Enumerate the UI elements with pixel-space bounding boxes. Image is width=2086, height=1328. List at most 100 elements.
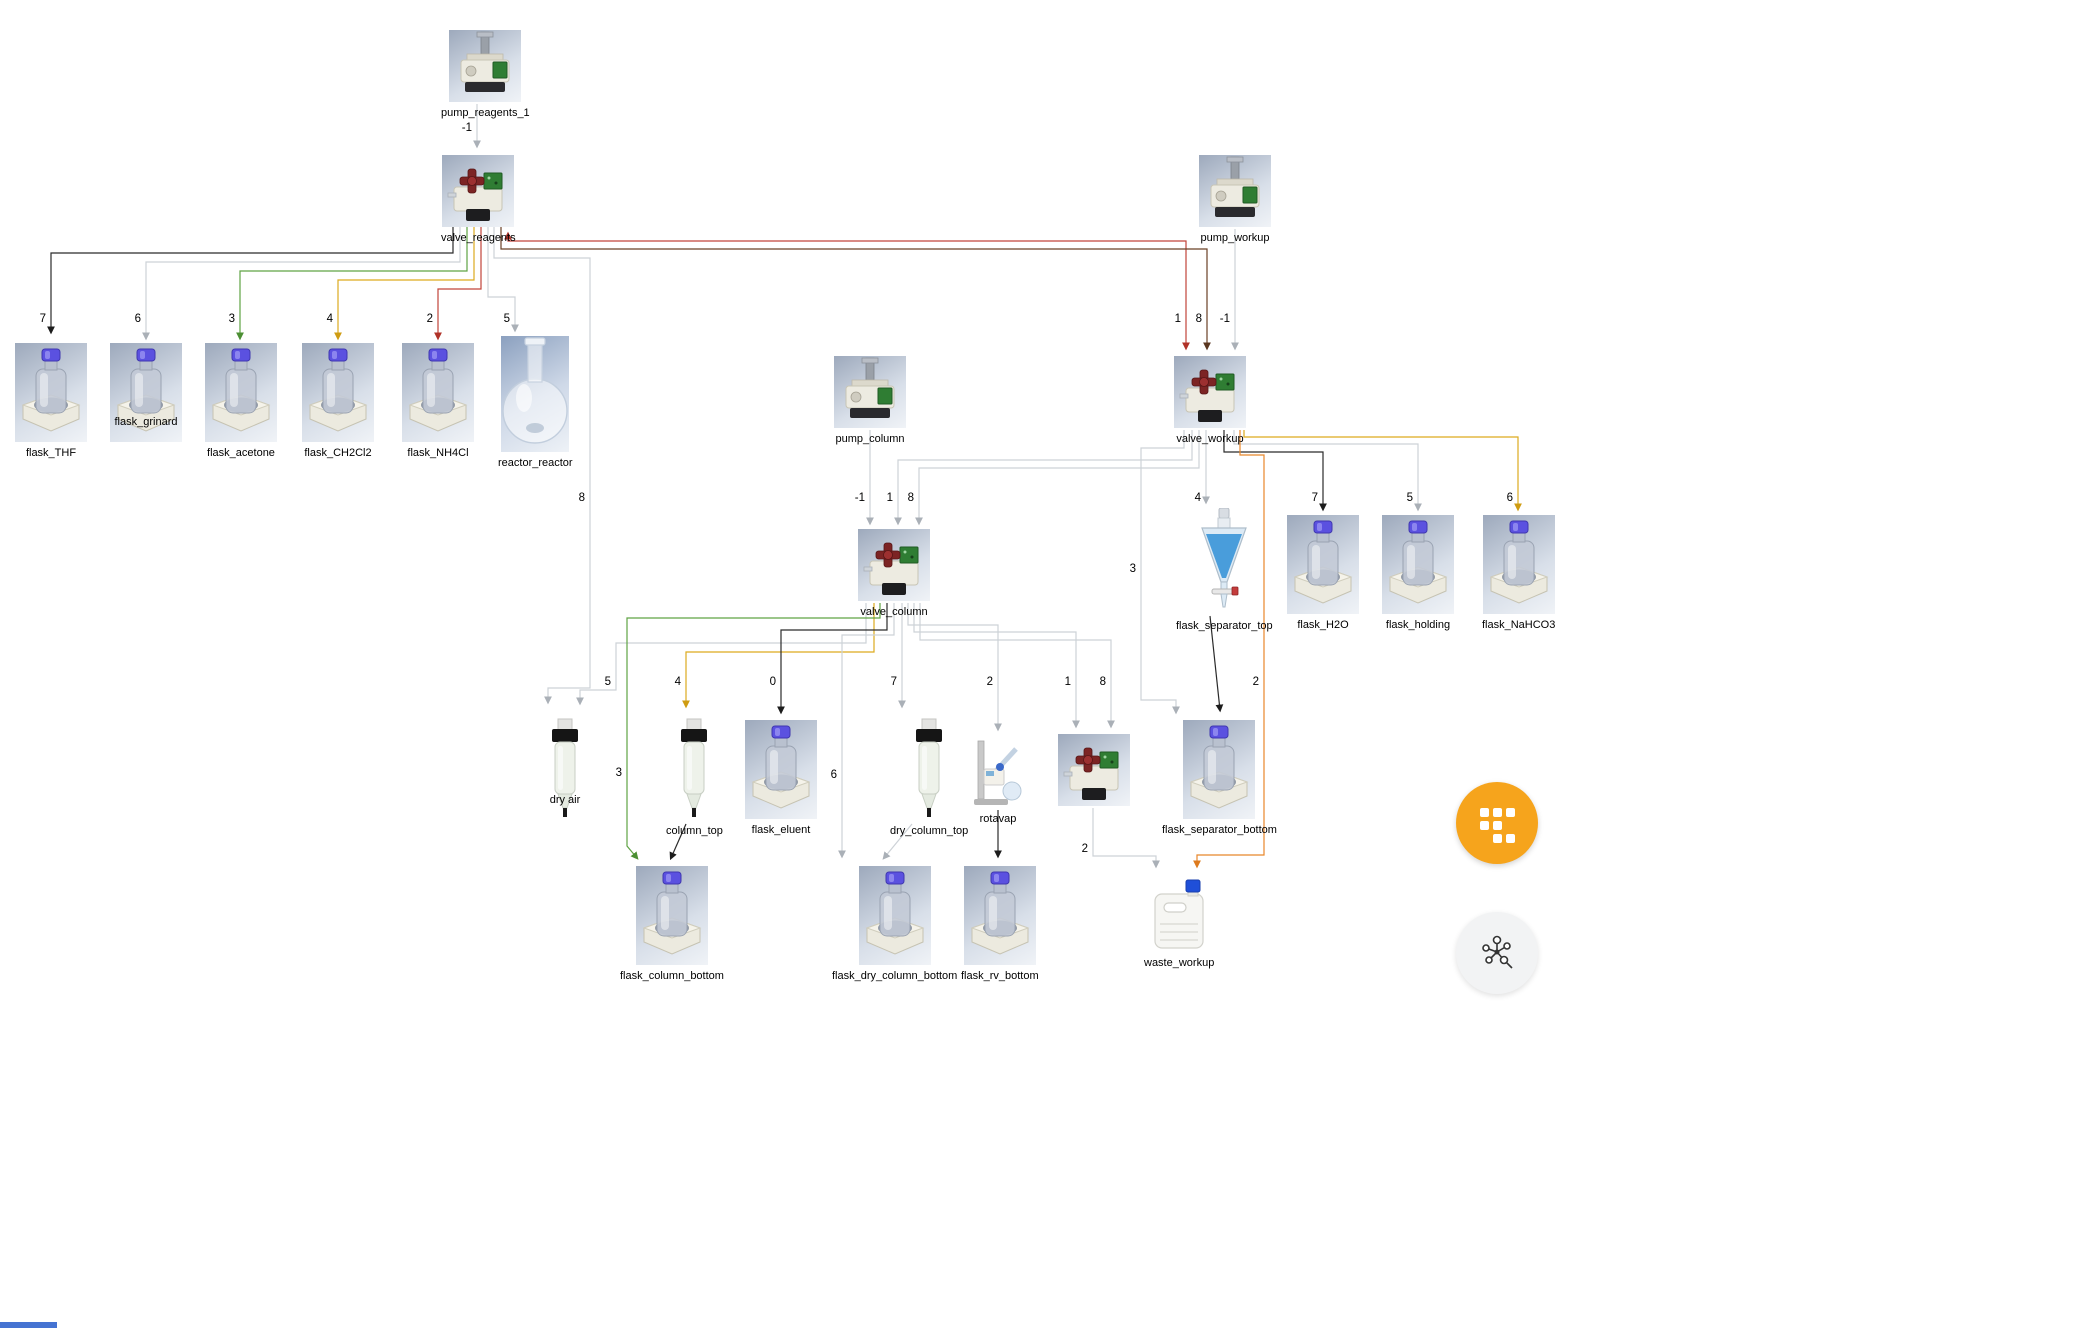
edge-label: 3 <box>1130 563 1136 575</box>
flask-icon <box>1183 720 1256 819</box>
node-label: flask_separator_bottom <box>1162 824 1277 836</box>
edge <box>919 603 1115 729</box>
node-flask_holding[interactable]: flask_holding <box>1382 515 1454 631</box>
edge <box>907 603 1002 732</box>
flask-icon <box>745 720 817 819</box>
node-label: flask_column_bottom <box>620 970 724 982</box>
flask-icon <box>110 343 182 442</box>
node-flask_dry_column_bottom[interactable]: flask_dry_column_bottom <box>832 866 957 982</box>
flask-icon <box>1382 515 1454 614</box>
node-flask_NaHCO3[interactable]: flask_NaHCO3 <box>1482 515 1555 631</box>
node-label: flask_grinard <box>114 416 178 428</box>
node-flask_separator_top[interactable]: flask_separator_top <box>1176 508 1273 632</box>
edge <box>682 603 875 709</box>
edge-label: 5 <box>1407 492 1413 504</box>
pump-icon <box>449 30 522 102</box>
edge <box>576 603 867 706</box>
edge-label: 3 <box>616 767 622 779</box>
edge-label: 7 <box>891 676 897 688</box>
node-label: flask_dry_column_bottom <box>832 970 958 982</box>
flask-icon <box>205 343 277 442</box>
flask-icon <box>963 866 1036 965</box>
edge-label: 8 <box>1196 313 1202 325</box>
node-valve-unnamed[interactable] <box>1058 734 1130 811</box>
edge <box>1092 808 1160 869</box>
node-valve_workup[interactable]: valve_workup <box>1174 356 1246 445</box>
node-label: flask_acetone <box>207 447 275 459</box>
edge <box>142 227 461 341</box>
edge-label: 1 <box>1175 313 1181 325</box>
edge <box>913 603 1080 729</box>
node-label: pump_workup <box>1200 232 1270 244</box>
column-icon <box>909 715 950 820</box>
node-label: flask_NH4Cl <box>407 447 469 459</box>
node-flask_separator_bottom[interactable]: flask_separator_bottom <box>1162 720 1277 836</box>
node-label: flask_H2O <box>1297 619 1349 631</box>
edge-label: 8 <box>1100 676 1106 688</box>
node-dry_column_top[interactable]: dry_column_top <box>890 715 968 837</box>
node-valve_reagents[interactable]: valve_reagents <box>441 155 516 244</box>
edge <box>504 231 1190 351</box>
bottom-left-blue-strip <box>0 1322 57 1328</box>
flask-icon <box>858 866 931 965</box>
edge-label: 5 <box>605 676 611 688</box>
node-label: flask_eluent <box>751 824 811 836</box>
edge-label: 2 <box>427 313 433 325</box>
node-valve_column[interactable]: valve_column <box>858 529 930 618</box>
node-label: flask_holding <box>1385 619 1451 631</box>
edge-label: 8 <box>908 492 914 504</box>
valve-icon <box>858 529 930 601</box>
flask-icon <box>1482 515 1555 614</box>
node-label: dry_column_top <box>890 825 969 837</box>
node-flask_NH4Cl[interactable]: flask_NH4Cl <box>402 343 474 459</box>
round-bottom-flask-icon <box>501 336 570 452</box>
edge-label: 1 <box>1065 676 1071 688</box>
edge-label: 6 <box>135 313 141 325</box>
node-label: dry air <box>549 794 581 806</box>
edge-label: 3 <box>229 313 235 325</box>
apps-grid-button[interactable] <box>1456 782 1538 864</box>
node-reactor_reactor[interactable]: reactor_reactor <box>498 336 573 469</box>
edge-label: 6 <box>1507 492 1513 504</box>
edge-label: 4 <box>675 676 682 688</box>
assistant-button[interactable] <box>1456 912 1538 994</box>
node-flask_grinard[interactable]: flask_grinard <box>110 343 182 442</box>
node-pump_column[interactable]: pump_column <box>834 356 906 445</box>
edge-label: 7 <box>40 313 46 325</box>
valve-icon <box>1058 734 1130 806</box>
node-label: valve_workup <box>1176 433 1244 445</box>
node-label: flask_separator_top <box>1176 620 1273 632</box>
edge-label: 2 <box>987 676 993 688</box>
pump-icon <box>1199 155 1271 227</box>
edge <box>47 227 454 335</box>
node-dry_air[interactable]: dry air <box>545 715 585 820</box>
edge <box>838 603 895 859</box>
edge-label: 4 <box>1195 492 1202 504</box>
node-flask_column_bottom[interactable]: flask_column_bottom <box>620 866 724 982</box>
node-label: flask_NaHCO3 <box>1482 619 1556 631</box>
node-flask_THF[interactable]: flask_THF <box>15 343 87 459</box>
node-pump_reagents_1[interactable]: pump_reagents_1 <box>441 30 530 119</box>
edge-label: 2 <box>1082 843 1088 855</box>
edge <box>894 430 1193 526</box>
edge-label: 0 <box>770 676 776 688</box>
node-flask_H2O[interactable]: flask_H2O <box>1287 515 1359 631</box>
node-label: column_top <box>666 825 723 837</box>
node-label: valve_column <box>860 606 928 618</box>
flask-icon <box>1287 515 1359 614</box>
node-flask_eluent[interactable]: flask_eluent <box>745 720 817 836</box>
flask-icon <box>635 866 708 965</box>
node-rotavap[interactable]: rotavap <box>972 737 1024 825</box>
node-pump_workup[interactable]: pump_workup <box>1199 155 1271 244</box>
node-flask_rv_bottom[interactable]: flask_rv_bottom <box>961 866 1039 982</box>
edge-label: 5 <box>504 313 510 325</box>
waste-canister-icon <box>1151 878 1207 952</box>
node-column_top[interactable]: column_top <box>666 715 723 837</box>
node-flask_CH2Cl2[interactable]: flask_CH2Cl2 <box>302 343 374 459</box>
node-flask_acetone[interactable]: flask_acetone <box>205 343 277 459</box>
node-label: flask_rv_bottom <box>961 970 1039 982</box>
flask-icon <box>402 343 474 442</box>
node-waste_workup[interactable]: waste_workup <box>1144 878 1214 969</box>
